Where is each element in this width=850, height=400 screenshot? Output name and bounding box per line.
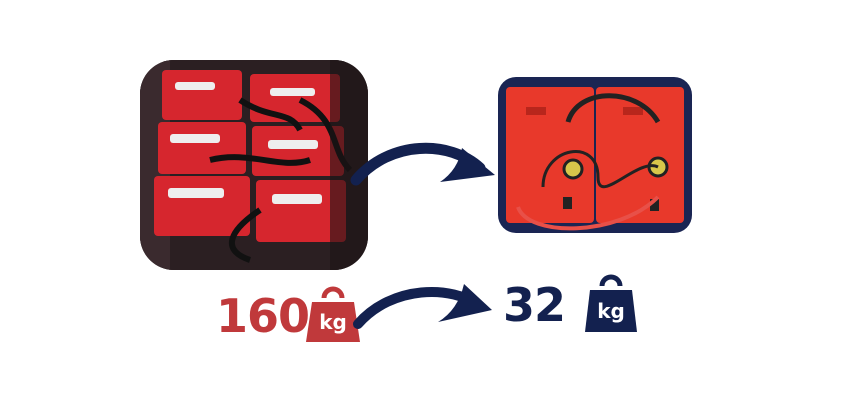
weight-kg-icon: kg — [585, 274, 637, 332]
lead-acid-batteries-photo — [140, 60, 368, 270]
new-weight-unit: kg — [597, 299, 625, 323]
lithium-battery-photo — [498, 77, 692, 233]
arrow-right-curved-icon — [350, 142, 495, 186]
old-weight-unit: kg — [319, 310, 347, 334]
arrow-right-curved-icon — [353, 284, 492, 329]
new-weight-value: 32 — [503, 278, 566, 332]
weight-kg-icon: kg — [306, 286, 360, 342]
old-weight-value: 160 — [216, 289, 310, 343]
